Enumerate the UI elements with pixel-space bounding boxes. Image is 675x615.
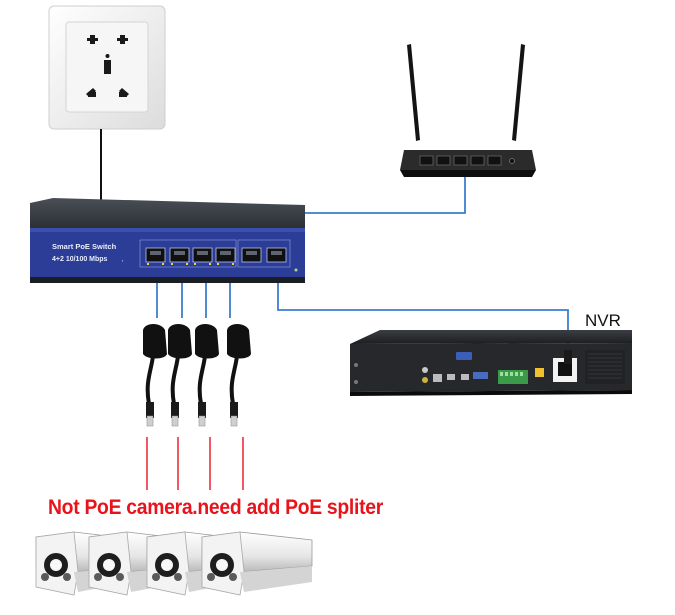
ethernet-cable-router — [290, 177, 466, 214]
ethernet-cables-splitters — [156, 283, 231, 318]
nvr-label: NVR — [585, 311, 621, 330]
poe-splitters — [143, 324, 251, 427]
nvr-cable-plug — [564, 350, 572, 364]
camera-icon — [201, 531, 313, 596]
switch-title: Smart PoE Switch — [52, 242, 117, 251]
caption: Not PoE camera.need add PoE spliter — [48, 496, 383, 519]
svg-text:▪: ▪ — [122, 258, 124, 263]
router-icon — [400, 44, 536, 177]
wall-socket-icon — [48, 5, 166, 130]
poe-switch-icon: Smart PoE Switch 4+2 10/100 Mbps ▪ — [30, 198, 305, 283]
poe-splitter-icon — [143, 324, 167, 427]
poe-splitter-icon — [195, 324, 219, 427]
nvr-icon — [350, 330, 632, 396]
cameras — [35, 531, 313, 596]
poe-splitter-icon — [168, 324, 192, 427]
poe-splitter-icon — [227, 324, 251, 427]
switch-subtitle: 4+2 10/100 Mbps — [52, 256, 108, 263]
splitter-camera-lines — [146, 437, 244, 490]
